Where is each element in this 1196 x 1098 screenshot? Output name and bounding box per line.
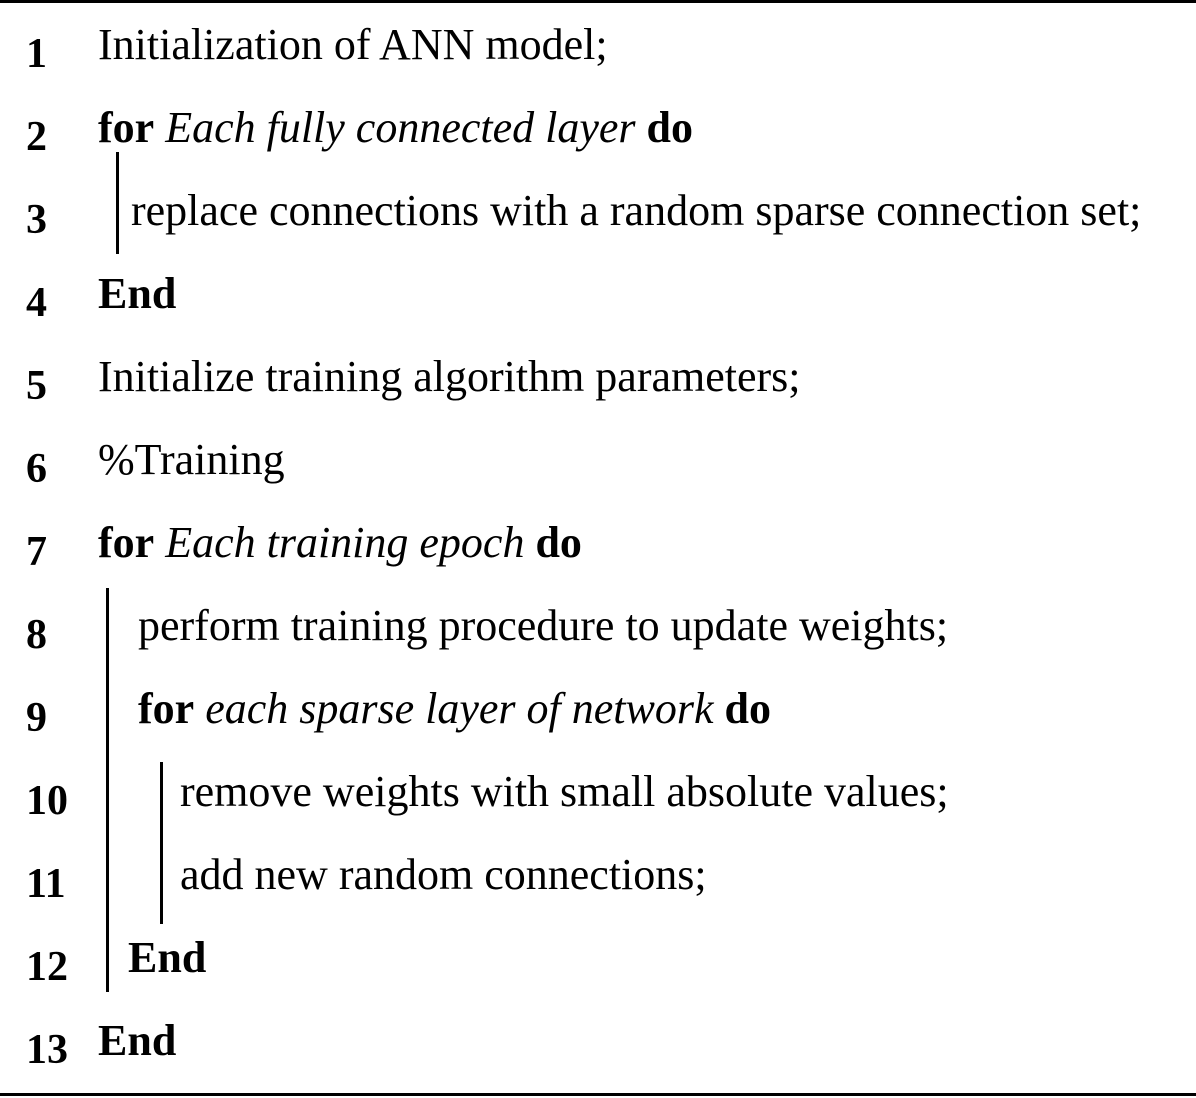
- loop-condition: each sparse layer of network: [205, 684, 714, 733]
- for-statement: for Each fully connected layer do: [98, 98, 693, 158]
- statement: remove weights with small absolute value…: [180, 767, 949, 816]
- for-statement: for Each training epoch do: [98, 513, 582, 573]
- line-number: 11: [26, 861, 66, 907]
- statement: Initialization of ANN model;: [98, 20, 608, 69]
- bottom-rule: [0, 1093, 1196, 1096]
- do-keyword: do: [724, 684, 772, 733]
- loop-condition: Each fully connected layer: [165, 103, 636, 152]
- end-keyword: End: [98, 1016, 177, 1065]
- line-number: 12: [26, 944, 68, 990]
- line-number: 13: [26, 1027, 68, 1073]
- top-rule: [0, 0, 1196, 3]
- for-keyword: for: [138, 684, 195, 733]
- line-number: 7: [26, 529, 47, 575]
- line-number: 5: [26, 363, 47, 409]
- for-statement: for each sparse layer of network do: [138, 679, 771, 739]
- end-keyword: End: [128, 933, 207, 982]
- block-guide-line: [160, 762, 163, 924]
- line-number: 2: [26, 114, 47, 160]
- line-number: 9: [26, 695, 47, 741]
- do-keyword: do: [646, 103, 694, 152]
- line-number: 8: [26, 612, 47, 658]
- comment: %Training: [98, 435, 285, 484]
- line-number: 3: [26, 197, 47, 243]
- for-keyword: for: [98, 518, 155, 567]
- statement: Initialize training algorithm parameters…: [98, 352, 801, 401]
- statement: add new random connections;: [180, 850, 707, 899]
- line-number: 6: [26, 446, 47, 492]
- statement: replace connections with a random sparse…: [131, 186, 1142, 235]
- line-number: 1: [26, 31, 47, 77]
- for-keyword: for: [98, 103, 155, 152]
- block-guide-line: [116, 152, 119, 254]
- loop-condition: Each training epoch: [165, 518, 525, 567]
- do-keyword: do: [535, 518, 582, 567]
- end-keyword: End: [98, 269, 177, 318]
- line-number: 10: [26, 778, 68, 824]
- block-guide-line: [106, 588, 109, 992]
- line-number: 4: [26, 280, 47, 326]
- statement: perform training procedure to update wei…: [138, 601, 949, 650]
